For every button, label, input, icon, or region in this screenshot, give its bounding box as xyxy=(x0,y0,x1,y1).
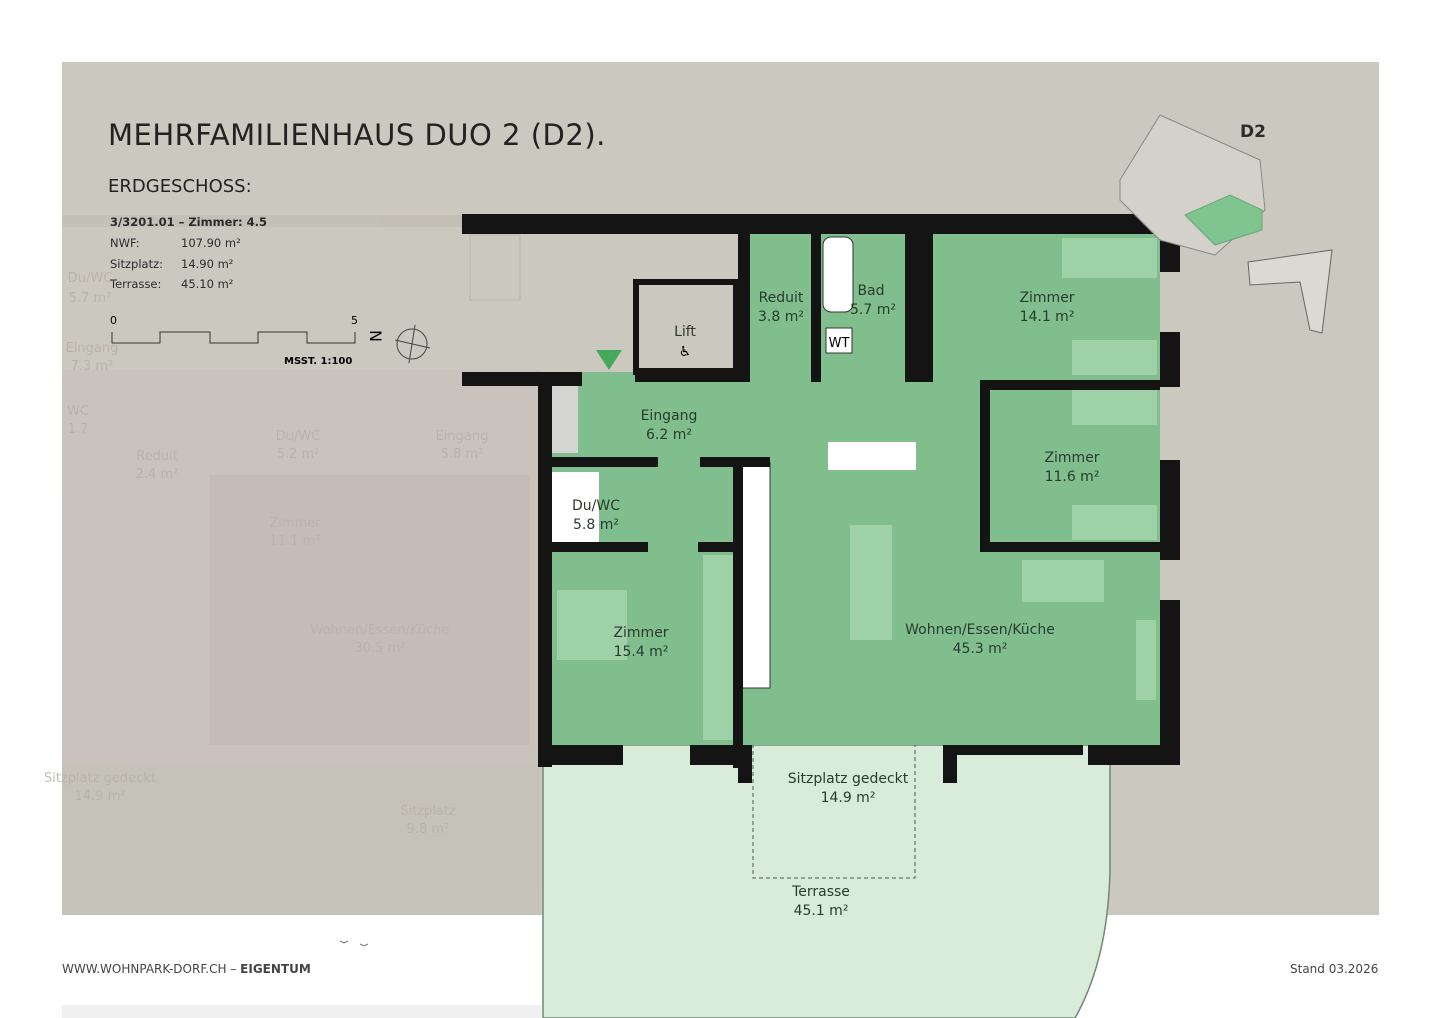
stat-value: 45.10 m² xyxy=(181,277,234,291)
neighbour-room-area: 2.4 m² xyxy=(136,467,179,482)
room-area: 45.3 m² xyxy=(953,641,1008,657)
footer-strip xyxy=(62,1005,542,1018)
room-name: Zimmer xyxy=(1019,290,1074,306)
neighbour-room-area: 5.7 m² xyxy=(69,291,112,306)
apartment-unit xyxy=(548,232,1160,745)
room-area: 14.9 m² xyxy=(821,790,876,806)
room-area: 45.1 m² xyxy=(794,903,849,919)
room-name: Terrasse xyxy=(791,884,850,900)
neighbour-room-name: Sitzplatz gedeckt xyxy=(44,771,156,786)
compass-icon xyxy=(394,324,431,364)
birds-icon xyxy=(339,940,369,947)
neighbour-room-name: Zimmer xyxy=(269,516,321,531)
stat-terrasse: Terrasse: 45.10 m² xyxy=(110,277,233,291)
washbasin-label: WT xyxy=(829,336,850,351)
stat-sitzplatz: Sitzplatz: 14.90 m² xyxy=(110,257,233,271)
entrance-marker-icon xyxy=(596,350,622,370)
neighbour-room-area: 7.3 m² xyxy=(71,359,114,374)
room-area: 5.7 m² xyxy=(850,302,896,318)
footer-site: WWW.WOHNPARK-DORF.CH – EIGENTUM xyxy=(62,962,311,976)
north-label: N xyxy=(366,330,385,342)
scale-end: 5 xyxy=(351,314,358,327)
neighbour-room-area: 1.7 xyxy=(68,422,89,437)
scale-label: MSST. 1:100 xyxy=(284,356,352,367)
wheelchair-icon: ♿ xyxy=(679,344,692,360)
room-name: Wohnen/Essen/Küche xyxy=(905,622,1055,638)
stat-nwf: NWF: 107.90 m² xyxy=(110,236,241,250)
unit-id: 3/3201.01 – Zimmer: 4.5 xyxy=(110,215,268,229)
room-area: 15.4 m² xyxy=(614,644,669,660)
building-code: D2 xyxy=(1240,122,1266,142)
scale-start: 0 xyxy=(110,314,117,327)
room-area: 5.8 m² xyxy=(573,517,619,533)
room-name: Bad xyxy=(857,283,884,299)
neighbour-room-name: Du/WC xyxy=(276,429,321,444)
neighbour-room-name: WC xyxy=(67,404,89,419)
room-name: Sitzplatz gedeckt xyxy=(788,771,909,787)
room-name: Reduit xyxy=(759,290,804,306)
room-name: Zimmer xyxy=(613,625,668,641)
floor-label: ERDGESCHOSS: xyxy=(108,176,252,197)
room-name: Zimmer xyxy=(1044,450,1099,466)
neighbour-room-area: 5.2 m² xyxy=(277,447,320,462)
room-area: 11.6 m² xyxy=(1045,469,1100,485)
stat-label: Sitzplatz: xyxy=(110,257,164,271)
building-key-plan-icon xyxy=(1119,114,1333,334)
room-name: Du/WC xyxy=(572,498,620,514)
neighbour-room-area: 11.1 m² xyxy=(270,534,321,549)
neighbour-room-area: 14.9 m² xyxy=(75,789,126,804)
neighbour-room-area: 5.8 m² xyxy=(441,447,484,462)
room-labels: Reduit 3.8 m² Bad 5.7 m² Zimmer 14.1 m² … xyxy=(572,283,1100,919)
neighbour-unit: Du/WC 5.7 m² Eingang 7.3 m² WC 1.7 Redui… xyxy=(44,215,540,915)
neighbour-room-name: Du/WC xyxy=(68,271,113,286)
neighbour-room-name: Reduit xyxy=(136,449,178,464)
neighbour-room-name: Eingang xyxy=(66,341,119,356)
room-name: Lift xyxy=(674,324,696,340)
room-area: 14.1 m² xyxy=(1020,309,1075,325)
room-name: Eingang xyxy=(641,408,698,424)
room-area: 6.2 m² xyxy=(646,427,692,443)
footer-date: Stand 03.2026 xyxy=(1290,962,1379,976)
stat-value: 107.90 m² xyxy=(181,236,241,250)
walls xyxy=(462,214,1180,783)
stat-label: Terrasse: xyxy=(110,277,162,291)
neighbour-room-name: Eingang xyxy=(436,429,489,444)
neighbour-room-area: 30.5 m² xyxy=(355,641,406,656)
neighbour-room-name: Sitzplatz xyxy=(400,804,456,819)
stat-value: 14.90 m² xyxy=(181,257,234,271)
website-link[interactable]: WWW.WOHNPARK-DORF.CH – xyxy=(62,962,237,976)
footer-category: EIGENTUM xyxy=(240,962,311,976)
terrace-area xyxy=(542,744,1111,1018)
neighbour-room-name: Wohnen/Essen/Küche xyxy=(310,623,449,638)
room-area: 3.8 m² xyxy=(758,309,804,325)
page-title: MEHRFAMILIENHAUS DUO 2 (D2). xyxy=(108,118,606,152)
neighbour-room-area: 9.8 m² xyxy=(407,822,450,837)
stat-label: NWF: xyxy=(110,236,140,250)
scale-bar xyxy=(111,331,356,344)
